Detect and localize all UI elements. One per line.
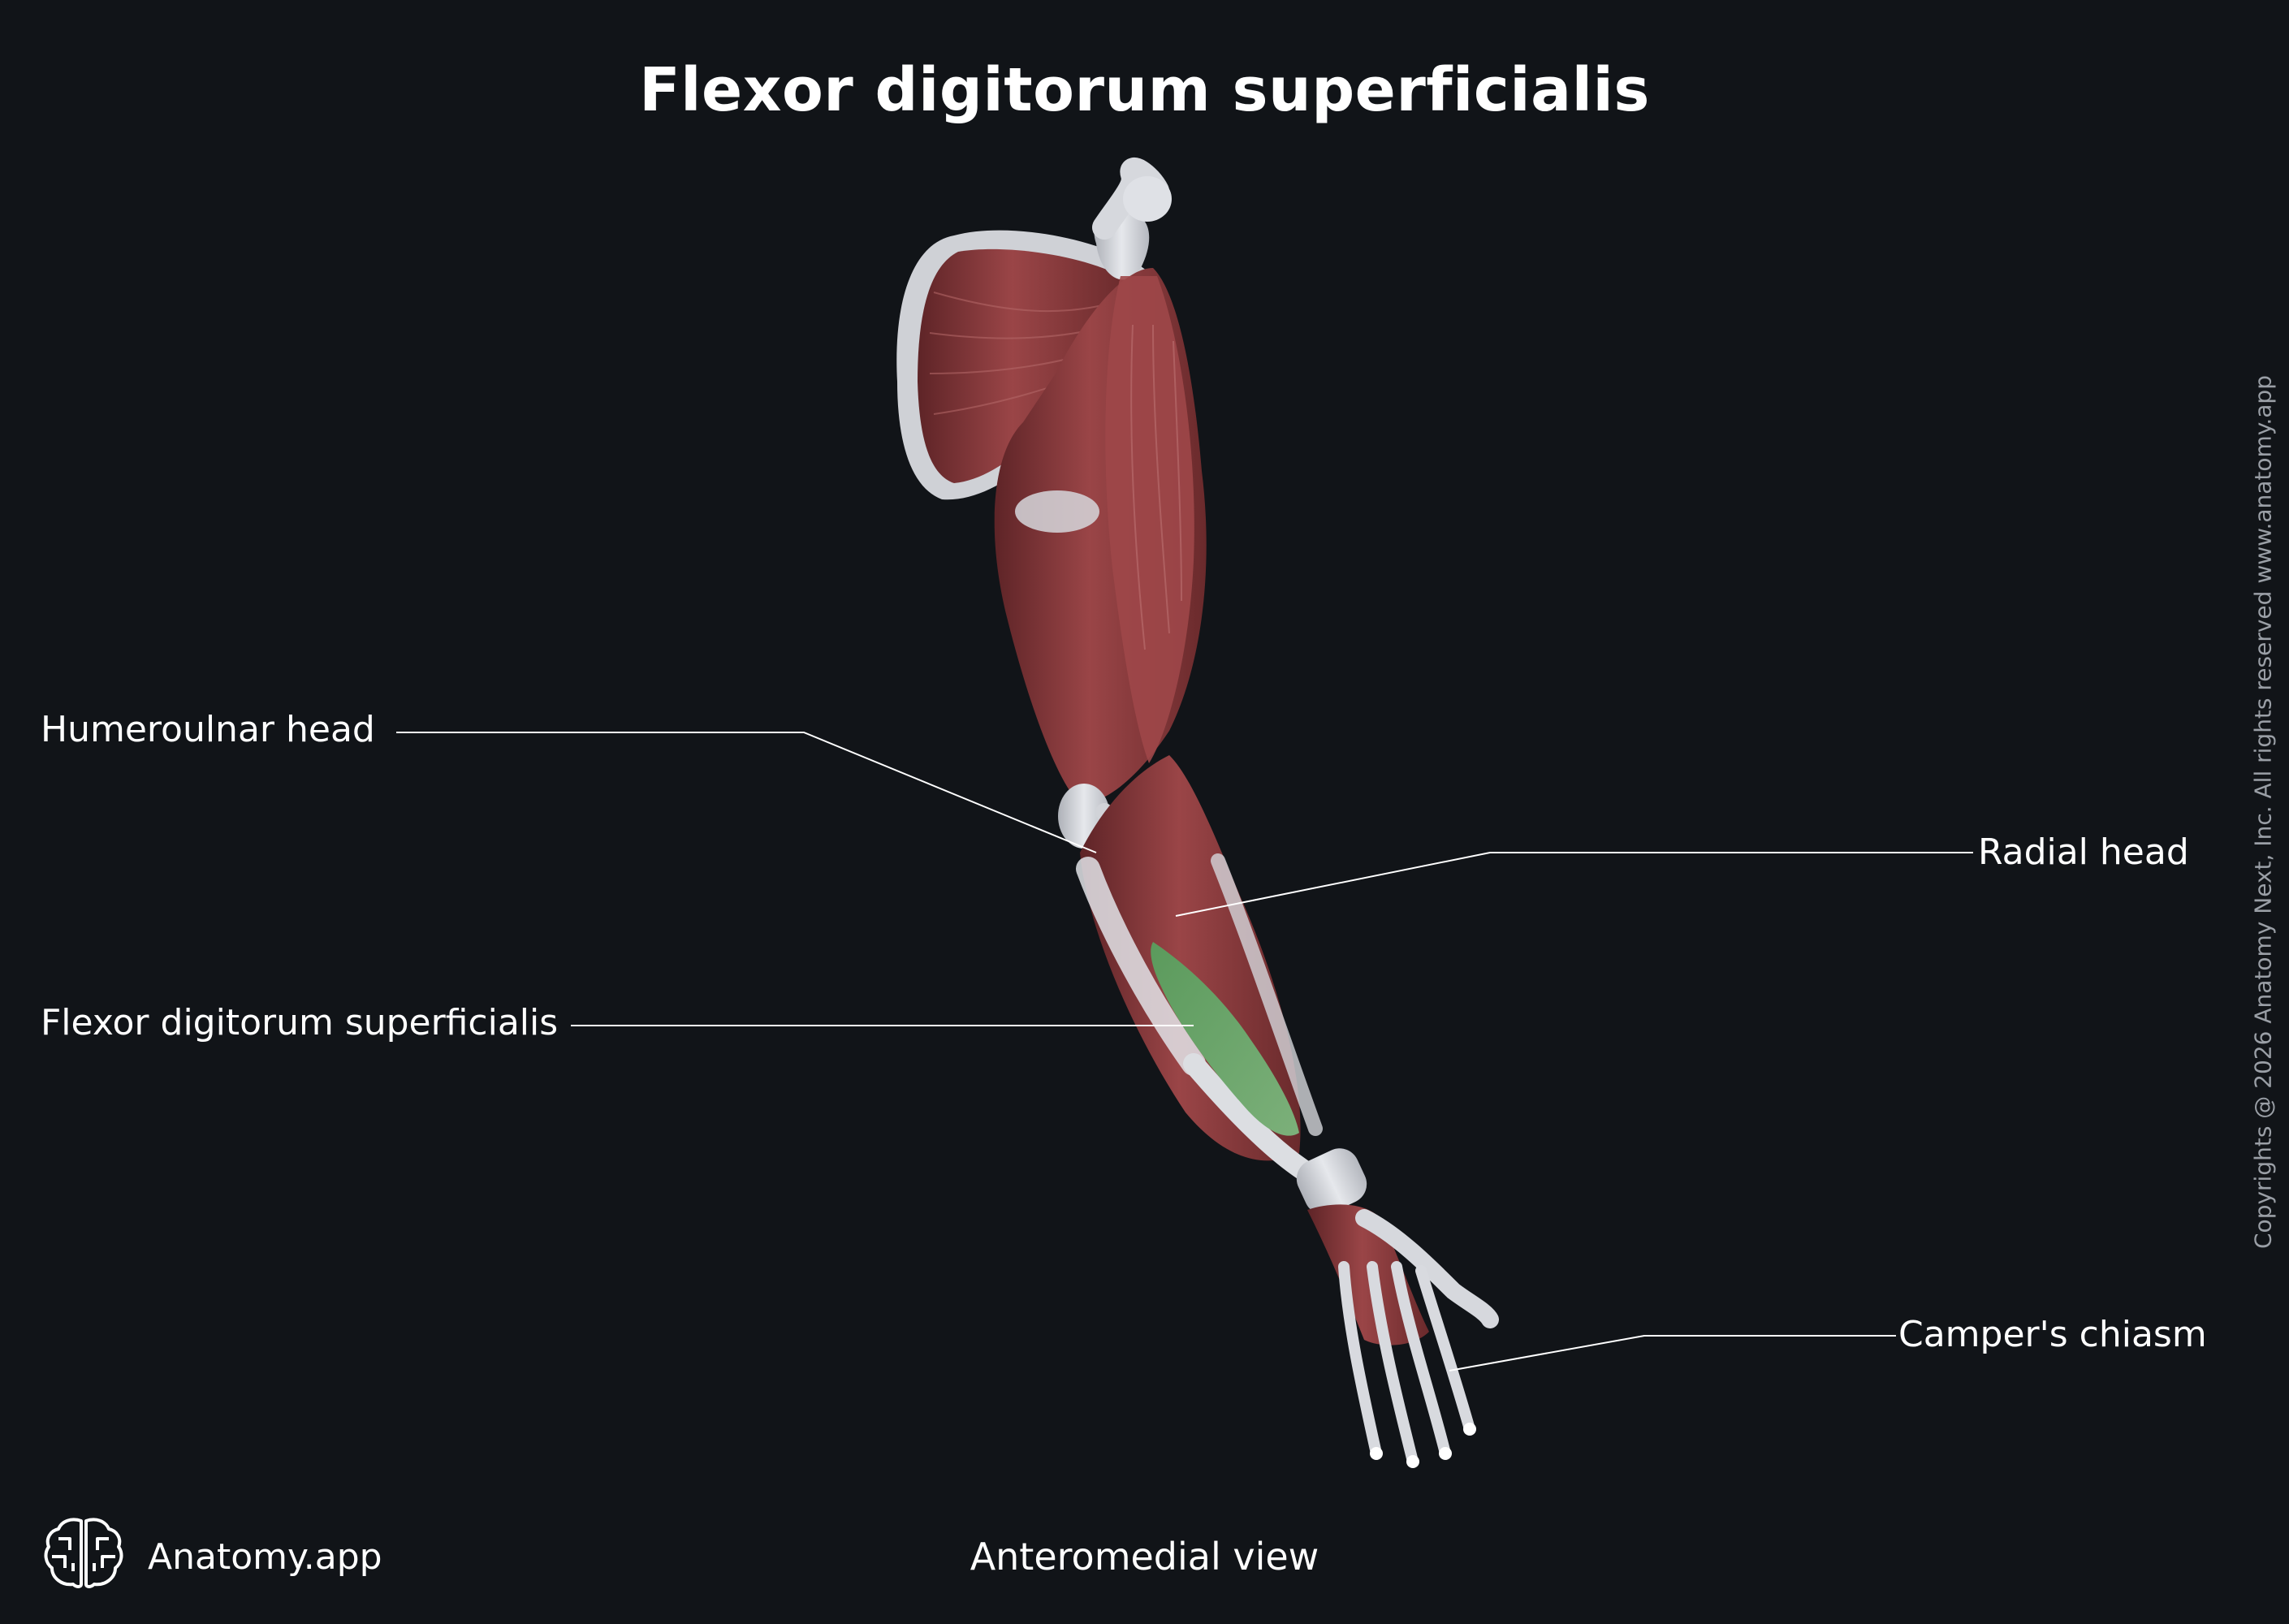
brain-logo-icon <box>41 1514 127 1596</box>
copyright-notice: Copyrights @ 2026 Anatomy Next, Inc. All… <box>2249 375 2277 1249</box>
fds-highlight <box>1151 942 1299 1136</box>
upper-arm-muscles <box>994 268 1207 804</box>
leader-line-campers <box>1449 1335 1896 1371</box>
leader-lines <box>396 732 1973 1371</box>
hand <box>1307 1204 1499 1468</box>
label-flexor-digitorum-superficialis: Flexor digitorum superficialis <box>41 1002 559 1043</box>
leader-line-radial <box>1175 852 1973 917</box>
label-humeroulnar-head: Humeroulnar head <box>41 709 375 750</box>
label-campers-chiasm: Camper's chiasm <box>1898 1314 2207 1355</box>
clavicle <box>1092 158 1172 280</box>
leader-line-humeroulnar <box>396 732 1097 853</box>
wrist <box>1296 1148 1367 1215</box>
view-caption: Anteromedial view <box>970 1535 1319 1579</box>
label-radial-head: Radial head <box>1978 831 2189 873</box>
brand-name: Anatomy.app <box>148 1536 382 1578</box>
scapula <box>896 230 1153 500</box>
page-title: Flexor digitorum superficialis <box>639 55 1650 125</box>
